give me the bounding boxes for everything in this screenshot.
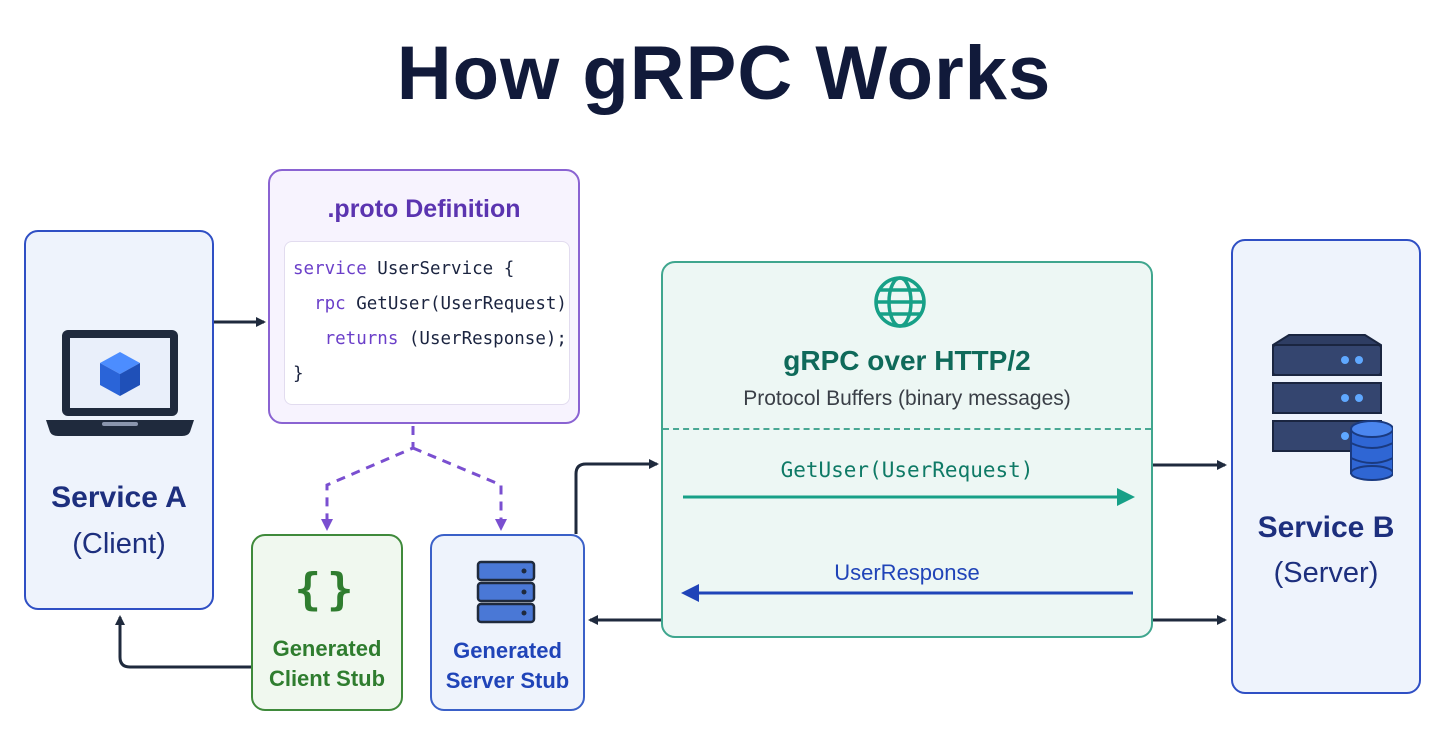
service-b-name: Service B [1257,511,1395,544]
proto-code-block: service UserService { rpc GetUser(UserRe… [284,241,570,405]
response-message-label: UserResponse [834,560,980,585]
transport-panel: gRPC over HTTP/2 Protocol Buffers (binar… [661,261,1153,638]
code-line: rpc GetUser(UserRequest) [293,294,567,314]
curly-braces-icon: {} [294,564,360,615]
transport-subtitle: Protocol Buffers (binary messages) [743,387,1071,410]
response-arrow [681,584,1133,602]
proto-title: .proto Definition [327,195,521,223]
server-stub-label-line1: Generated [453,638,562,663]
arrow-server-stub-to-transport [574,459,659,534]
server-database-icon [1272,334,1393,481]
client-stub-label-line2: Client Stub [268,666,386,691]
server-stub-card: Generated Server Stub [430,534,585,711]
page-title: How gRPC Works [396,31,1052,116]
code-line: service UserService { [293,259,515,279]
transport-divider [663,428,1151,430]
request-message-label: GetUser(UserRequest) [780,458,1034,482]
request-arrow [683,488,1135,506]
arrow-proto-to-client-stub [321,426,415,531]
client-stub-card: {} Generated Client Stub [251,534,403,711]
code-line: returns (UserResponse); [293,329,567,349]
service-b-card: Service B (Server) [1231,239,1421,694]
service-b-role: (Server) [1273,557,1379,589]
proto-definition-card: .proto Definition service UserService { … [268,169,580,424]
server-icon [476,560,536,624]
service-a-role: (Client) [72,528,166,560]
laptop-cube-icon [46,330,194,436]
arrow-client-stub-to-client [115,615,251,669]
service-a-card: Service A (Client) [24,230,214,610]
arrow-proto-to-server-stub [412,446,507,531]
service-a-name: Service A [51,481,187,514]
server-stub-label-line2: Server Stub [445,668,570,693]
client-stub-label-line1: Generated [272,636,382,661]
globe-icon [874,276,926,328]
transport-title: gRPC over HTTP/2 [783,345,1031,376]
code-line: } [293,364,304,384]
